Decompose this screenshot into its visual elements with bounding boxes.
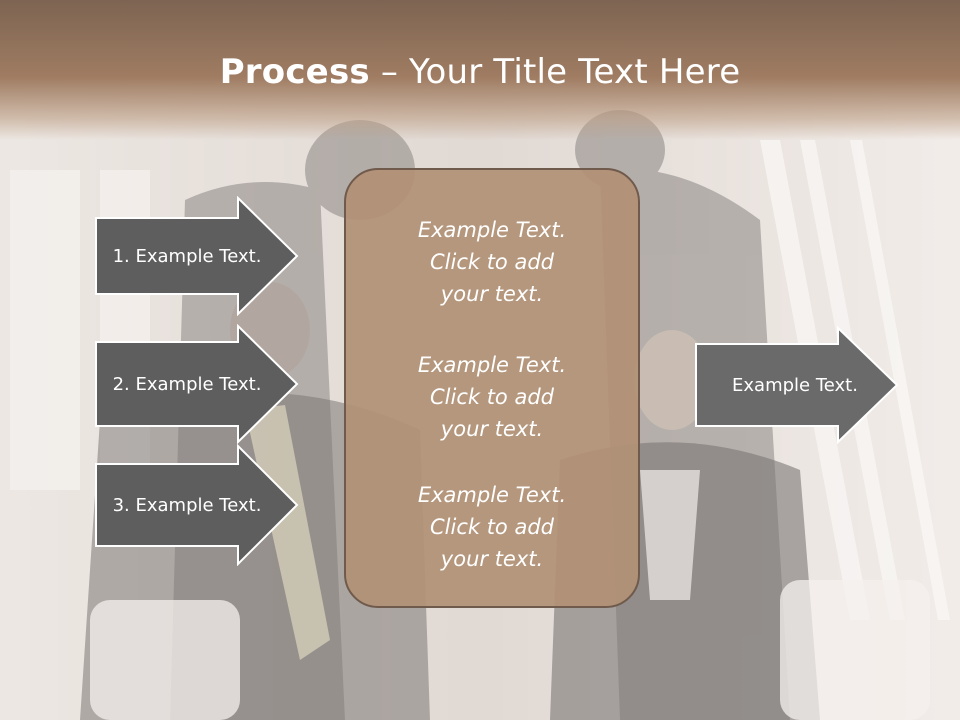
process-step-label: 3. Example Text.	[112, 494, 262, 516]
right-arrow-shape	[95, 324, 299, 444]
center-text-1: Example Text. Click to add your text.	[417, 218, 567, 306]
right-arrow-shape	[695, 326, 899, 444]
process-step-2-arrow[interactable]: 2. Example Text.	[94, 324, 300, 444]
center-text-box[interactable]: Example Text. Click to add your text. Ex…	[344, 168, 640, 608]
process-step-label: 1. Example Text.	[112, 245, 262, 267]
process-step-3-arrow[interactable]: 3. Example Text.	[94, 444, 300, 566]
center-text-2: Example Text. Click to add your text.	[417, 353, 567, 441]
result-arrow[interactable]: Example Text.	[694, 326, 900, 444]
title-rest: – Your Title Text Here	[369, 52, 741, 92]
process-step-label: 2. Example Text.	[112, 373, 262, 395]
title-band	[0, 0, 960, 140]
title-bold: Process	[219, 52, 370, 92]
right-arrow-shape	[95, 196, 299, 316]
process-step-1-arrow[interactable]: 1. Example Text.	[94, 196, 300, 316]
center-text-3: Example Text. Click to add your text.	[417, 483, 567, 571]
right-arrow-shape	[95, 444, 299, 566]
result-label: Example Text.	[732, 374, 858, 396]
slide-title[interactable]: Process – Your Title Text Here	[0, 52, 960, 92]
